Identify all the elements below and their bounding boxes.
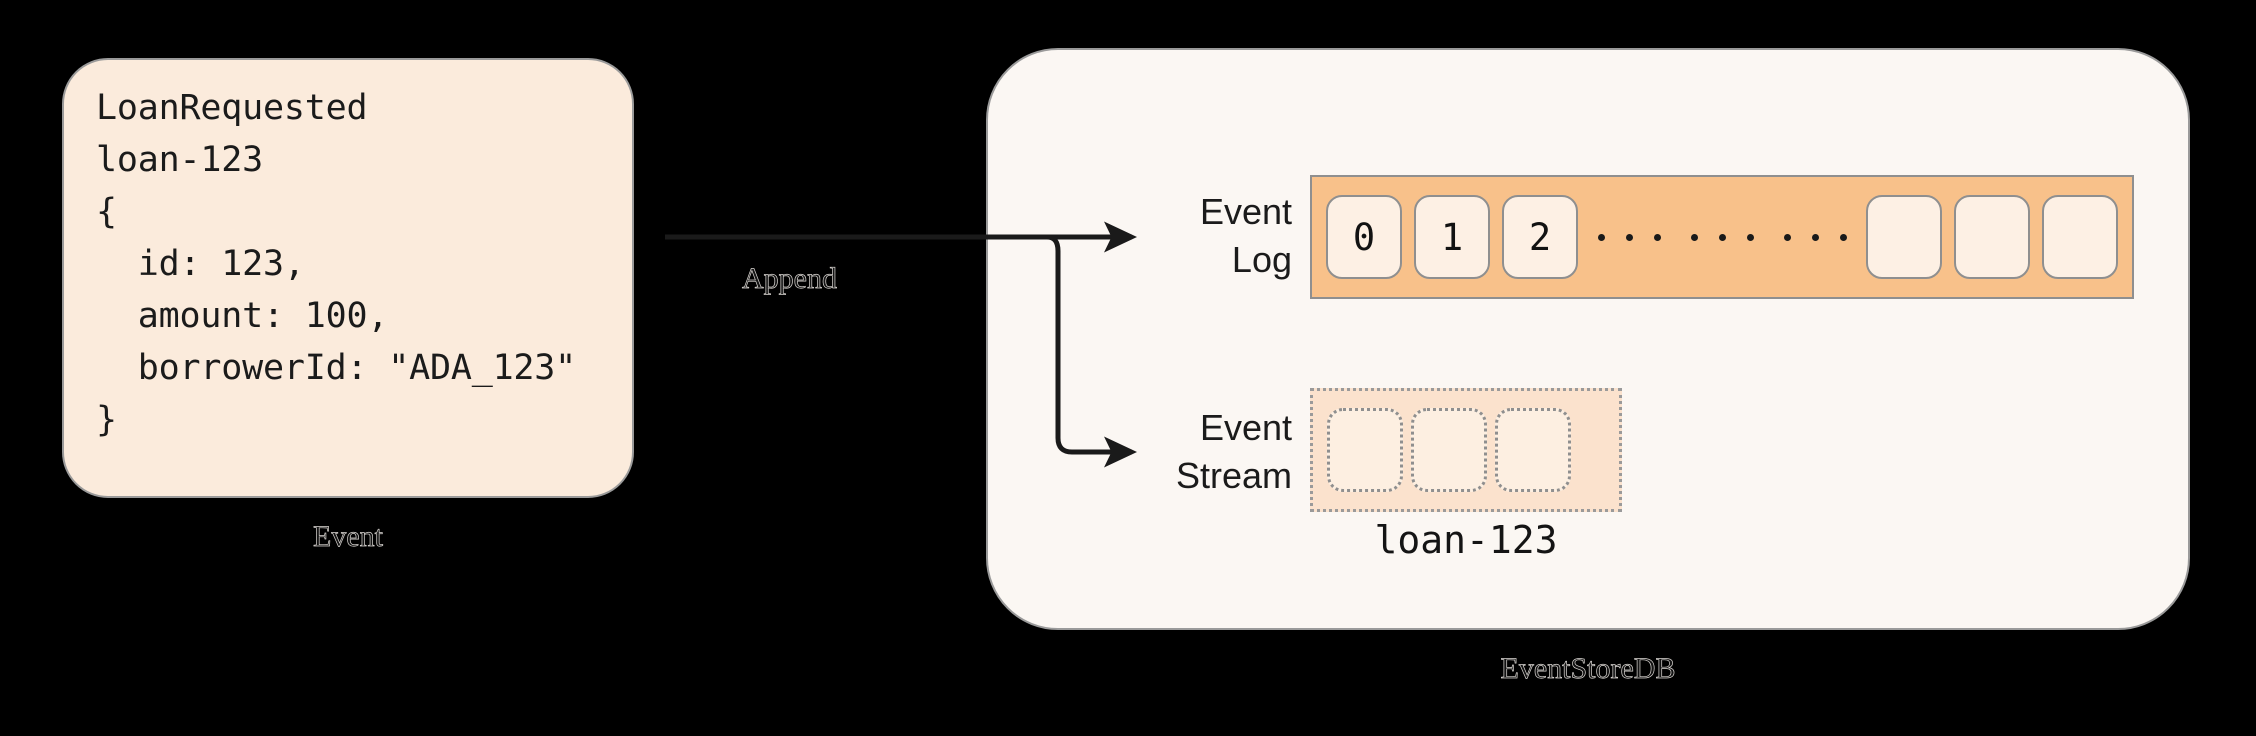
- ellipsis-dot-group: [1783, 233, 1847, 241]
- event-log-empty-cell[interactable]: [1866, 195, 1942, 279]
- event-card-caption: Event: [313, 520, 384, 554]
- ellipsis-dot: [1746, 233, 1754, 241]
- ellipsis-dot: [1690, 233, 1698, 241]
- event-log-empty-cell[interactable]: [2042, 195, 2118, 279]
- ellipsis-dot: [1597, 233, 1605, 241]
- event-stream-cell[interactable]: [1327, 408, 1403, 492]
- ellipsis-dot: [1811, 233, 1819, 241]
- event-log-band: 0 1 2: [1310, 175, 2134, 299]
- eventstoredb-caption: EventStoreDB: [1500, 652, 1676, 686]
- ellipsis-dot: [1653, 233, 1661, 241]
- event-log-label: Event Log: [1199, 191, 1292, 280]
- event-payload-code: LoanRequested loan-123 { id: 123, amount…: [96, 88, 577, 440]
- event-stream-name: loan-123: [1374, 518, 1558, 562]
- event-log-cell[interactable]: 0: [1326, 195, 1402, 279]
- ellipsis-dot: [1625, 233, 1633, 241]
- ellipsis-dot: [1783, 233, 1791, 241]
- ellipsis-dot: [1839, 233, 1847, 241]
- ellipsis-dot-group: [1597, 233, 1661, 241]
- event-card: LoanRequested loan-123 { id: 123, amount…: [62, 58, 634, 498]
- event-stream-band: [1310, 388, 1622, 512]
- event-stream-cell[interactable]: [1495, 408, 1571, 492]
- append-arrow-label: Append: [742, 262, 838, 296]
- ellipsis-dot: [1718, 233, 1726, 241]
- event-stream-label: Event Stream: [1175, 407, 1292, 496]
- event-log-cell[interactable]: 2: [1502, 195, 1578, 279]
- ellipsis-dot-group: [1690, 233, 1754, 241]
- event-stream-cell[interactable]: [1411, 408, 1487, 492]
- event-log-ellipsis: [1596, 233, 1848, 241]
- event-log-cell[interactable]: 1: [1414, 195, 1490, 279]
- eventstoredb-container: [986, 48, 2190, 630]
- event-log-empty-cell[interactable]: [1954, 195, 2030, 279]
